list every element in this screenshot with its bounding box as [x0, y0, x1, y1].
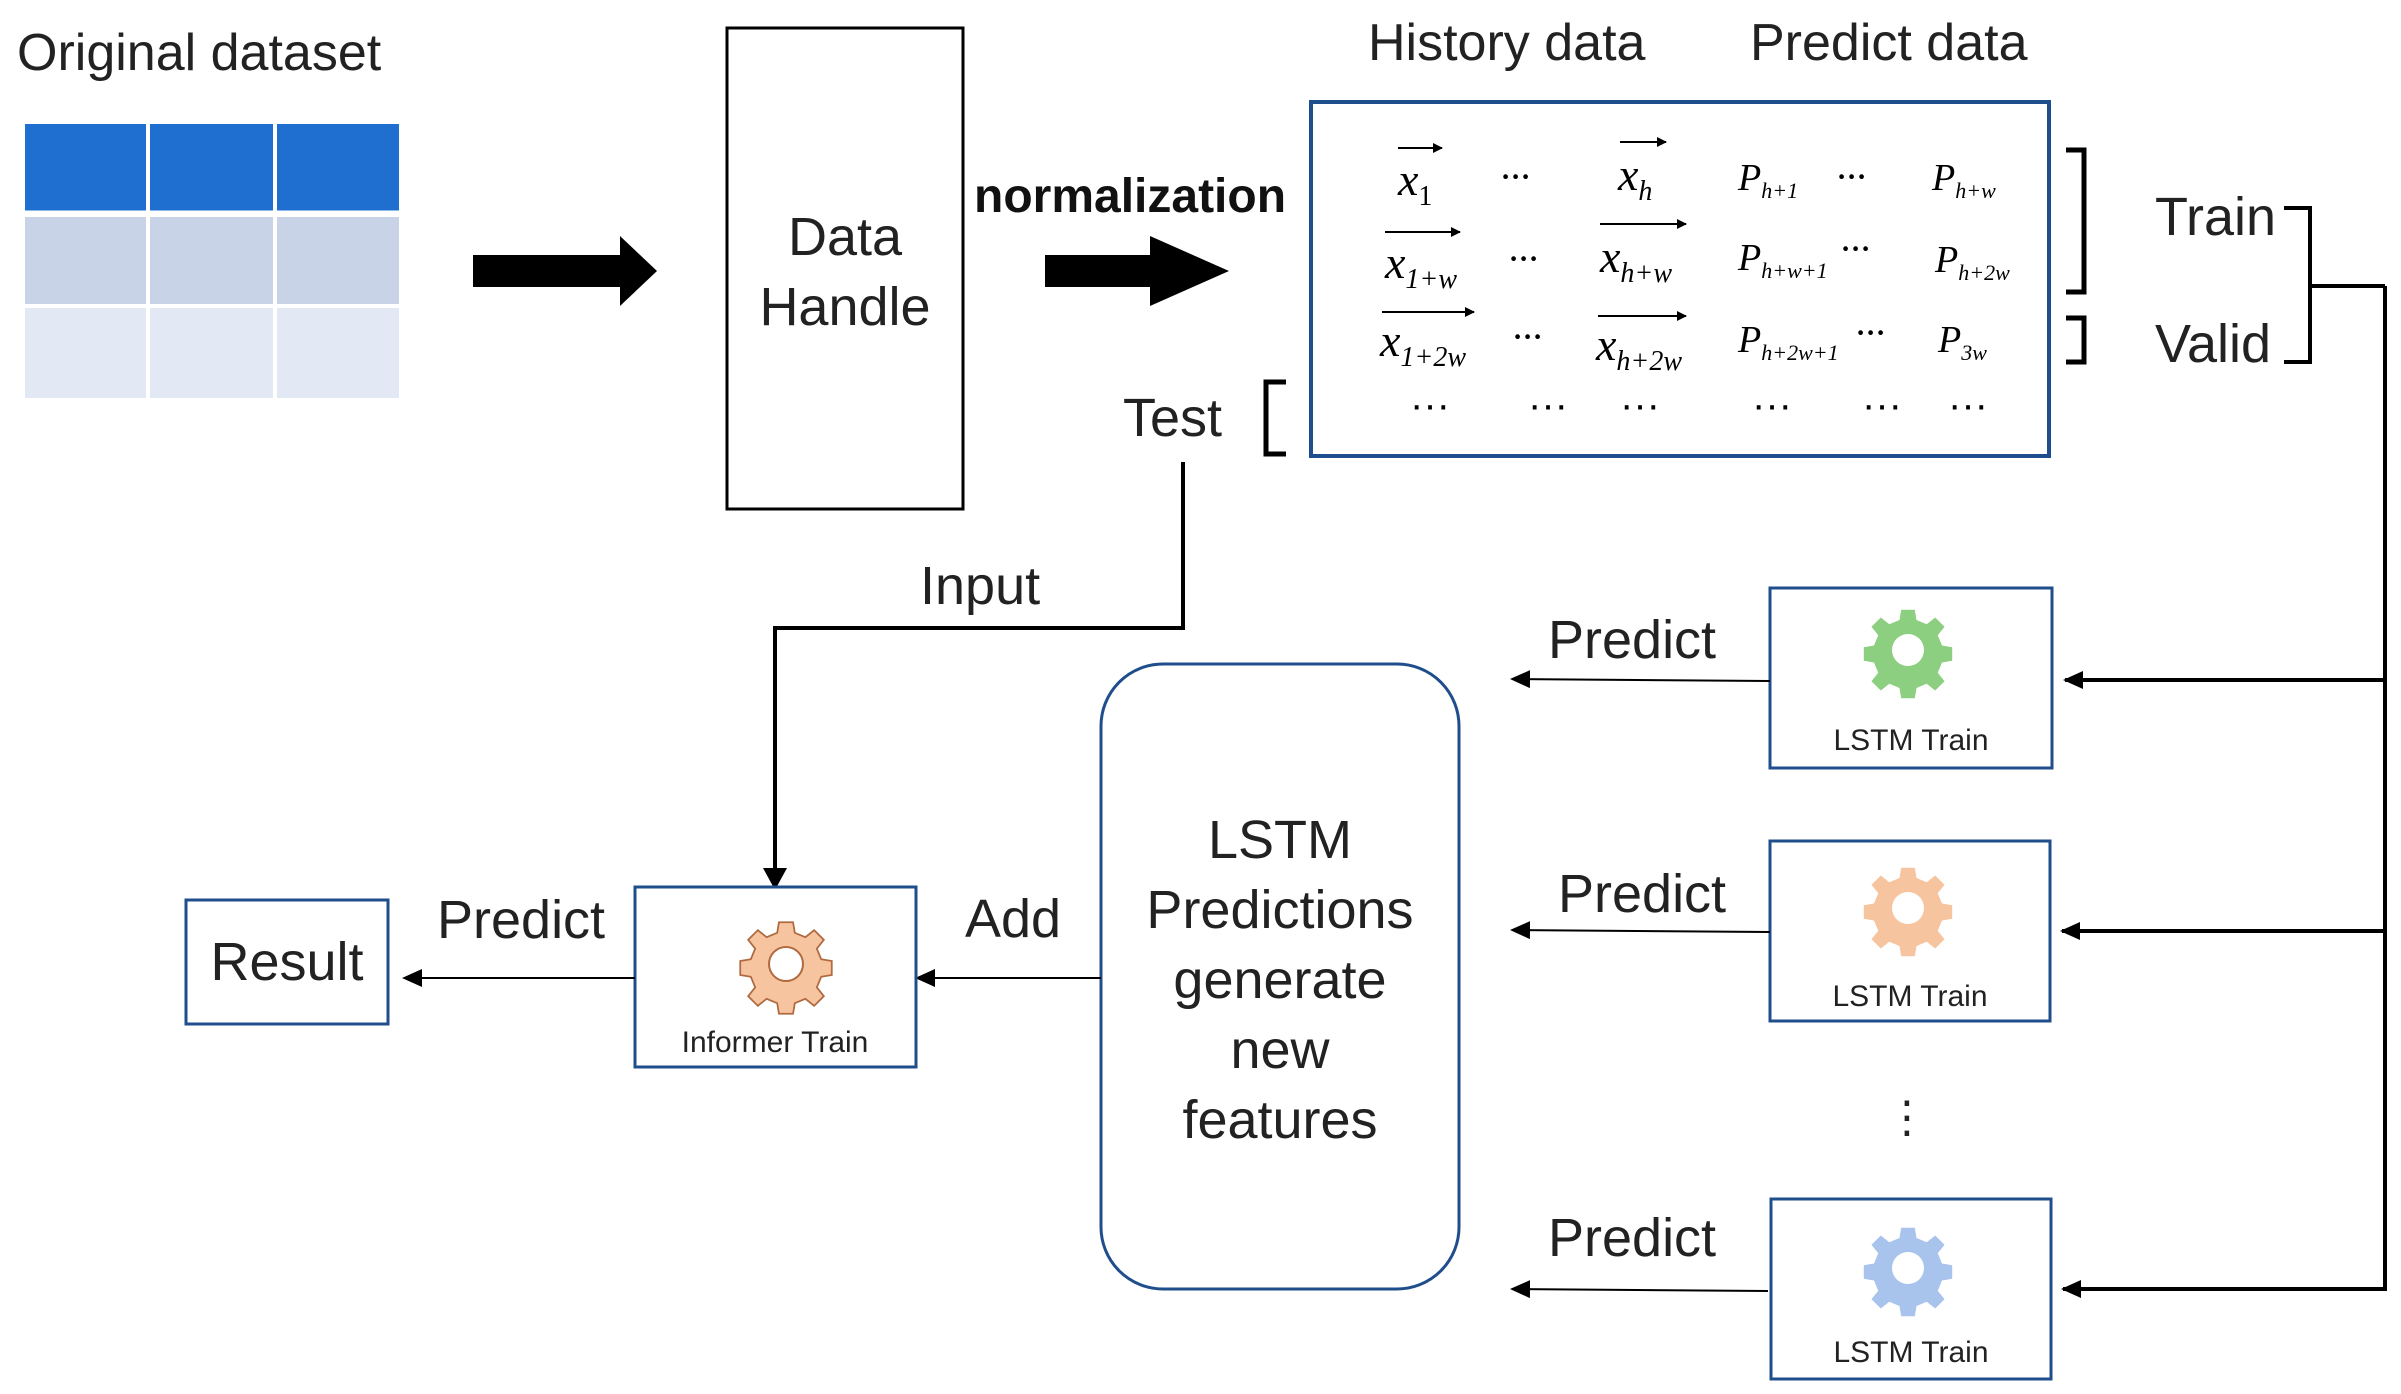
original-dataset-label: Original dataset	[17, 24, 382, 82]
input-label: Input	[920, 556, 1040, 616]
lstm-train-label: LSTM Train	[1833, 724, 1988, 757]
history-data-label: History data	[1368, 14, 1646, 72]
matrix-cell: xh+2w	[1595, 319, 1682, 377]
table-row	[25, 217, 399, 304]
big-arrow-right	[473, 236, 657, 306]
matrix-ellipsis: ···	[1862, 383, 1902, 427]
predict-label: Predict	[1558, 864, 1726, 924]
table-header-row	[25, 124, 399, 211]
predict-label: Predict	[437, 890, 605, 950]
test-label: Test	[1123, 388, 1222, 448]
data-handle-box	[725, 26, 965, 511]
lstm-train-box: LSTM Train	[1768, 586, 2054, 770]
result-box	[184, 898, 390, 1026]
predict-label: Predict	[1548, 610, 1716, 670]
matrix-cell: Ph+w	[1931, 157, 1996, 203]
lstm-predictions-line: Predictions	[1146, 880, 1413, 940]
data-matrix-box	[1309, 100, 2051, 458]
matrix-row: x1+2w ··· xh+2w Ph+2w+1 ··· P3w	[1379, 307, 1987, 377]
lstm-predictions-line: features	[1182, 1090, 1377, 1150]
matrix-cell: x1+2w	[1379, 315, 1466, 373]
data-handle-label-line2: Handle	[759, 277, 930, 337]
test-to-informer-connector	[773, 462, 1185, 868]
test-bracket	[1263, 379, 1286, 457]
result-label: Result	[210, 932, 363, 992]
matrix-ellipsis: ···	[1752, 383, 1792, 427]
lstm-predictions-line: new	[1230, 1020, 1330, 1080]
matrix-ellipsis: ···	[1836, 154, 1866, 199]
train-valid-brace	[2284, 206, 2312, 364]
matrix-cell: Ph+w+1	[1737, 237, 1828, 283]
valid-bracket	[2066, 315, 2087, 365]
lstm-predictions-line: LSTM	[1208, 810, 1352, 870]
predict-label: Predict	[1548, 1208, 1716, 1268]
matrix-ellipsis: ···	[1948, 383, 1988, 427]
matrix-cell: Ph+2w	[1934, 239, 2010, 285]
lstm-train-label: LSTM Train	[1833, 1336, 1988, 1369]
valid-label: Valid	[2155, 314, 2271, 374]
lstm-train-label: LSTM Train	[1832, 980, 1987, 1013]
lstm-predictions-line: generate	[1173, 950, 1386, 1010]
matrix-cell: xh	[1617, 149, 1652, 207]
matrix-ellipsis: ···	[1855, 310, 1885, 355]
table-row	[25, 308, 399, 398]
matrix-row: x1 ··· xh Ph+1 ··· Ph+w	[1397, 137, 1996, 212]
predict-data-label: Predict data	[1750, 14, 2028, 72]
informer-train-label: Informer Train	[682, 1026, 869, 1059]
matrix-cell: x1	[1397, 154, 1432, 212]
matrix-row: x1+w ··· xh+w Ph+w+1 ··· Ph+2w	[1384, 219, 2010, 295]
matrix-ellipsis: ···	[1410, 383, 1450, 427]
lstm-predictions-box	[1099, 662, 1461, 1291]
matrix-ellipsis: ···	[1620, 383, 1660, 427]
matrix-ellipsis: ···	[1512, 314, 1542, 359]
add-label: Add	[965, 889, 1061, 949]
data-handle-label-line1: Data	[788, 207, 903, 267]
train-bracket	[2066, 147, 2087, 295]
matrix-ellipsis: ···	[1500, 154, 1530, 199]
lstm-train-box: LSTM Train	[1769, 1197, 2053, 1381]
matrix-cell: Ph+2w+1	[1737, 319, 1839, 365]
matrix-row: ··· ··· ··· ··· ··· ···	[1410, 383, 1988, 427]
train-label: Train	[2155, 187, 2276, 247]
matrix-ellipsis: ···	[1508, 236, 1538, 281]
normalization-label: normalization	[974, 170, 1286, 223]
informer-train-box: Informer Train	[633, 885, 918, 1069]
lstm-train-box: LSTM Train	[1768, 839, 2052, 1023]
matrix-cell: x1+w	[1384, 237, 1457, 295]
matrix-cell: P3w	[1937, 319, 1987, 365]
matrix-ellipsis: ···	[1528, 383, 1568, 427]
vertical-ellipsis: ⋮	[1885, 1093, 1929, 1142]
matrix-cell: Ph+1	[1737, 157, 1798, 203]
matrix-ellipsis: ···	[1840, 226, 1870, 271]
big-arrow-right	[1045, 236, 1229, 306]
dataset-table	[25, 124, 399, 398]
data-matrix: x1 ··· xh Ph+1 ··· Ph+w x1+w ··· xh+w Ph…	[1379, 137, 2010, 427]
matrix-cell: xh+w	[1599, 231, 1672, 289]
